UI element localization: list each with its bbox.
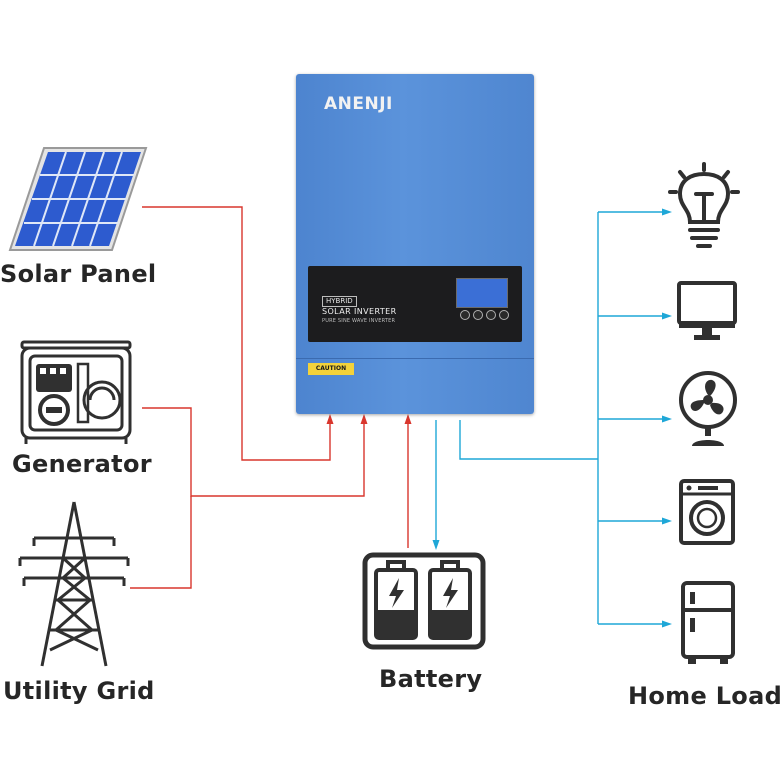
inverter-subtitle: PURE SINE WAVE INVERTER <box>322 318 396 324</box>
fan-icon <box>679 371 737 446</box>
refrigerator-icon <box>681 581 735 664</box>
inverter-lcd-display <box>456 278 508 308</box>
arrowhead-battery-down <box>432 540 440 550</box>
inverter-brand-logo: ANENJI <box>324 94 393 114</box>
arrowhead-washer <box>662 517 672 525</box>
inverter-caution-label: CAUTION <box>308 363 354 375</box>
washing-machine-icon <box>679 479 735 545</box>
inverter-front-panel: HYBRID SOLAR INVERTER PURE SINE WAVE INV… <box>308 266 522 342</box>
generator-icon <box>20 340 132 444</box>
inverter-button-4 <box>499 310 509 320</box>
arrowhead-generator <box>360 414 368 424</box>
inverter-to-loads-trunk <box>459 420 598 460</box>
light-bulb-icon <box>668 162 740 248</box>
arrowhead-fan <box>662 415 672 423</box>
utility-grid-icon <box>18 501 130 667</box>
inverter-hybrid-badge: HYBRID <box>322 296 357 307</box>
inverter-panel-seam <box>296 358 534 359</box>
solar-to-inverter-line <box>142 206 331 461</box>
battery-label: Battery <box>379 665 483 693</box>
solar-panel-icon <box>8 147 148 251</box>
arrowhead-bulb <box>662 208 672 216</box>
hybrid-inverter: ANENJI HYBRID SOLAR INVERTER PURE SINE W… <box>296 74 534 414</box>
arrowhead-solar <box>326 414 334 424</box>
solar-panel-label: Solar Panel <box>0 260 157 288</box>
inverter-product-name: SOLAR INVERTER <box>322 307 397 316</box>
arrowhead-monitor <box>662 312 672 320</box>
home-loads-label: Home Loads <box>628 682 780 710</box>
arrowhead-battery-up <box>404 414 412 424</box>
monitor-icon <box>677 281 737 340</box>
battery-icon <box>362 552 486 650</box>
ac-input-lines <box>130 206 412 589</box>
arrowhead-fridge <box>662 620 672 628</box>
generator-label: Generator <box>12 450 152 478</box>
utility-grid-label: Utility Grid <box>3 677 155 705</box>
inverter-button-3 <box>486 310 496 320</box>
inverter-button-2 <box>473 310 483 320</box>
grid-to-inverter-line <box>130 496 192 589</box>
inverter-button-1 <box>460 310 470 320</box>
output-lines <box>432 208 672 628</box>
